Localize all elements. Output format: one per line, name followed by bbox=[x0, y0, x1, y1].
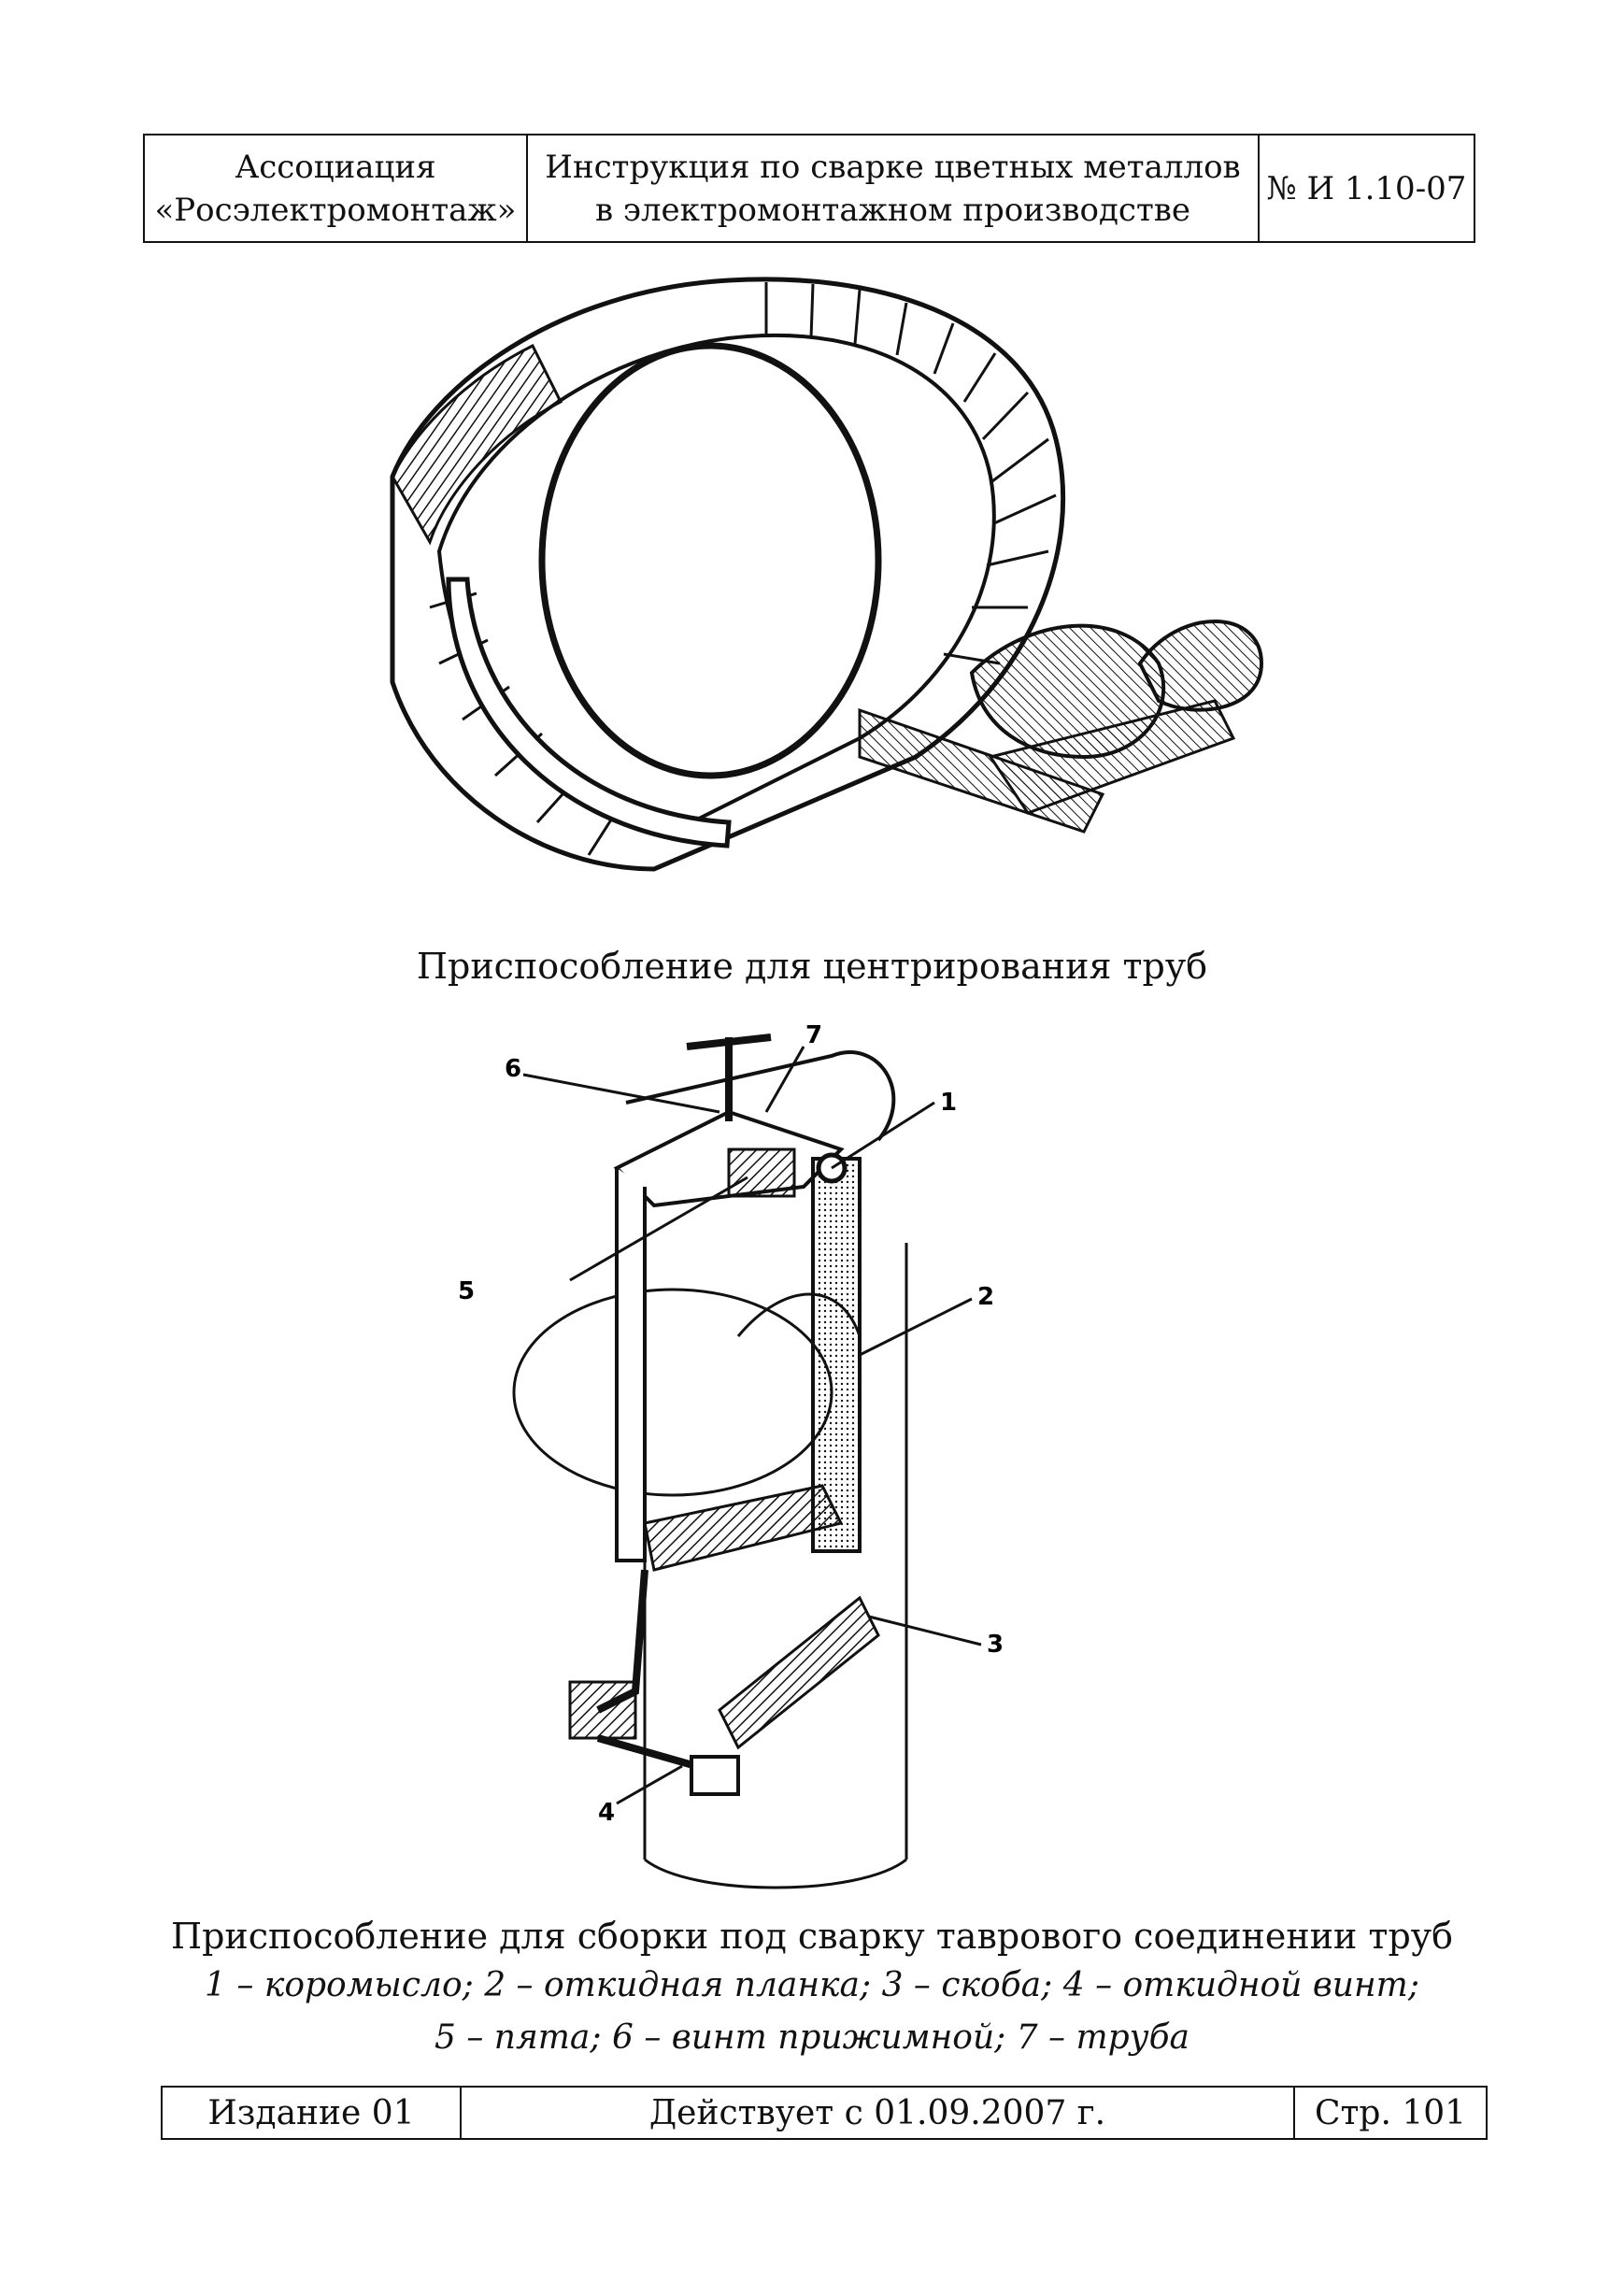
figure2-legend-line1: 1 – коромысло; 2 – откидная планка; 3 – … bbox=[205, 1966, 1419, 2004]
callout-4: 4 bbox=[598, 1799, 615, 1827]
organization-name: Ассоциация bbox=[235, 148, 436, 186]
figure2-legend-line2: 5 – пята; 6 – винт прижимной; 7 – труба bbox=[434, 2018, 1190, 2057]
effective-date: Действует с 01.09.2007 г. bbox=[462, 2088, 1295, 2138]
edition: Издание 01 bbox=[163, 2088, 462, 2138]
callout-3: 3 bbox=[987, 1631, 1004, 1659]
document-title-line1: Инструкция по сварке цветных металлов bbox=[545, 148, 1241, 186]
page-number: Стр. 101 bbox=[1314, 2093, 1467, 2132]
document-number: № И 1.10-07 bbox=[1266, 169, 1467, 207]
figure2-caption: Приспособление для сборки под сварку тав… bbox=[170, 1916, 1454, 1957]
callout-1: 1 bbox=[940, 1089, 957, 1117]
figure1-caption: Приспособление для центрирования труб bbox=[416, 946, 1208, 987]
callout-7: 7 bbox=[805, 1021, 822, 1049]
tee-joint-assembly-device-figure: 7 1 2 3 4 5 6 bbox=[458, 1021, 1004, 1889]
document-title-cell: Инструкция по сварке цветных металлов в … bbox=[528, 135, 1260, 241]
document-footer: Издание 01 Действует с 01.09.2007 г. Стр… bbox=[161, 2086, 1488, 2140]
callout-2: 2 bbox=[977, 1283, 994, 1311]
organization-cell: Ассоциация «Росэлектромонтаж» bbox=[145, 135, 528, 241]
callout-6: 6 bbox=[505, 1055, 521, 1083]
pipe-centering-device-figure bbox=[390, 277, 1264, 872]
organization-brand: «Росэлектромонтаж» bbox=[154, 191, 517, 229]
document-title-line2: в электромонтажном производстве bbox=[594, 191, 1191, 229]
document-header: Ассоциация «Росэлектромонтаж» Инструкция… bbox=[143, 134, 1475, 243]
callout-5: 5 bbox=[458, 1277, 475, 1305]
